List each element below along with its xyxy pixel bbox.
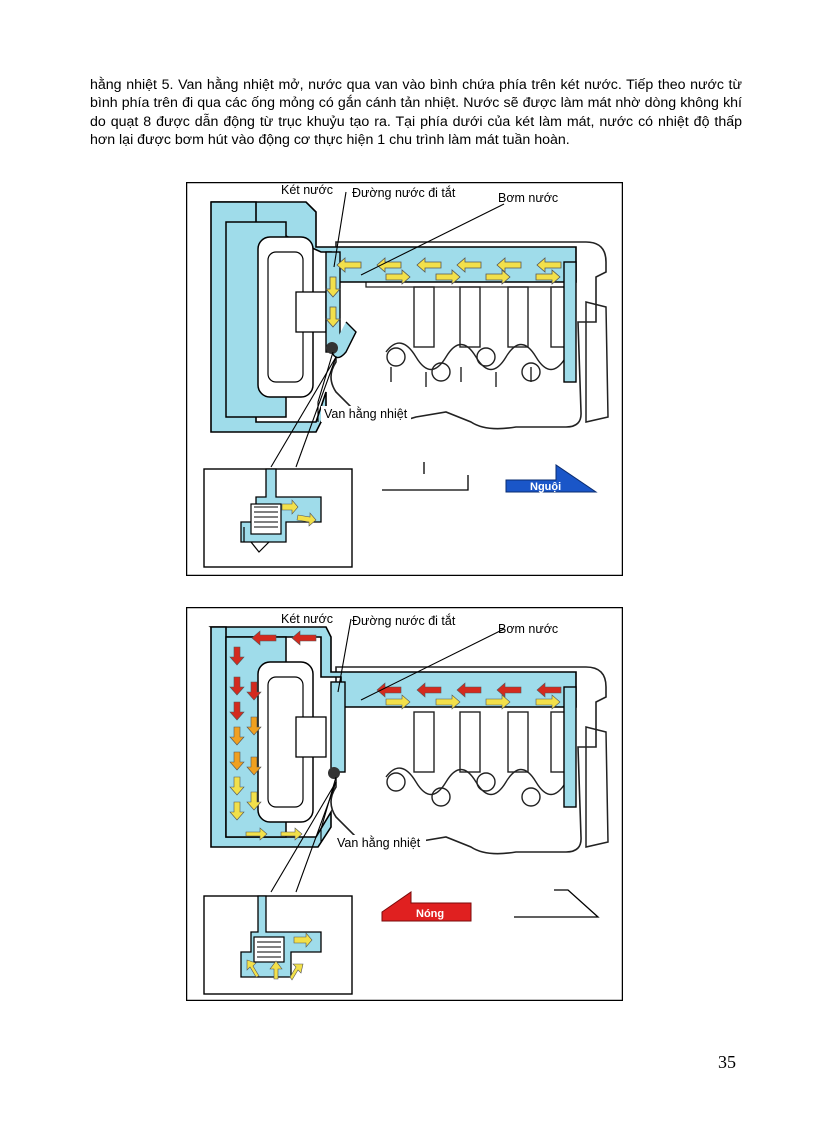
cooling-diagram-hot: Két nước Đường nước đi tắt Bơm nước Van … bbox=[186, 607, 623, 1001]
thermostat-inset bbox=[203, 468, 353, 568]
thermostat-inset bbox=[203, 895, 353, 995]
label-radiator: Két nước bbox=[281, 183, 333, 197]
label-thermostat: Van hằng nhiệt bbox=[324, 406, 408, 421]
label-pump: Bơm nước bbox=[498, 622, 558, 636]
label-bypass: Đường nước đi tắt bbox=[352, 613, 456, 628]
cooling-diagram-cold: Két nước Đường nước đi tắt Bơm nước Van … bbox=[186, 182, 623, 576]
page-number: 35 bbox=[718, 1052, 736, 1072]
label-bypass: Đường nước đi tắt bbox=[352, 185, 456, 200]
state-label-cold: Nguội bbox=[530, 481, 561, 493]
body-paragraph: hằng nhiệt 5. Van hằng nhiệt mở, nước qu… bbox=[90, 77, 742, 149]
state-label-hot: Nóng bbox=[416, 908, 444, 920]
label-pump: Bơm nước bbox=[498, 191, 558, 205]
label-radiator: Két nước bbox=[281, 612, 333, 626]
label-thermostat: Van hằng nhiệt bbox=[337, 835, 421, 850]
